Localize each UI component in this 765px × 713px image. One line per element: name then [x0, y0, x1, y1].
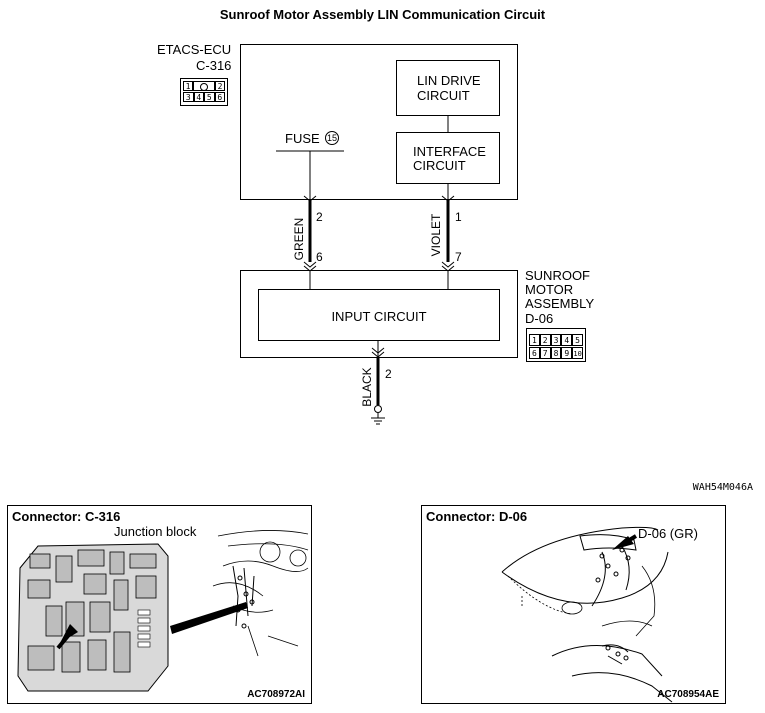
etacs-pin: 1 — [183, 81, 193, 91]
sunroof-motor-box — [240, 270, 518, 358]
sunroof-pin: 5 — [572, 334, 583, 346]
etacs-pin: 5 — [204, 92, 215, 102]
green-wire-label: GREEN — [292, 217, 306, 261]
connector-c316-panel: Connector: C-316 Junction block — [7, 505, 312, 704]
etacs-ecu-label: ETACS-ECU — [157, 42, 232, 57]
connector-d06-panel: Connector: D-06 D-06 (GR) AC708954AE — [421, 505, 726, 704]
sunroof-pin: 8 — [550, 347, 562, 359]
etacs-ecu-box — [240, 44, 518, 200]
sunroof-pin: 2 — [539, 334, 551, 346]
panel-d06-title: Connector: D-06 — [426, 509, 528, 524]
violet-wire-label: VIOLET — [429, 213, 443, 257]
sunroof-pin: 10 — [572, 347, 583, 359]
sunroof-connector-label: D-06 — [525, 311, 554, 326]
d06-caption: D-06 (GR) — [638, 526, 698, 541]
fuse-number-badge: 15 — [325, 131, 339, 145]
diagram-code: WAH54M046A — [692, 482, 753, 493]
etacs-pin: 4 — [193, 92, 204, 102]
panel-d06-code: AC708954AE — [657, 689, 719, 700]
ground-terminal — [374, 405, 382, 413]
sunroof-pin: 9 — [561, 347, 573, 359]
panel-c316-code: AC708972AI — [247, 689, 305, 700]
sunroof-connector-icon: 1 2 3 4 5 6 7 8 9 10 — [526, 328, 586, 362]
etacs-pin: 2 — [215, 81, 225, 91]
etacs-connector-icon: 1 2 3 4 5 6 — [180, 78, 228, 106]
black-wire-label: BLACK — [360, 367, 374, 407]
input-circuit-label: INPUT CIRCUIT — [331, 309, 427, 324]
green-wire-connector-bottom — [303, 261, 317, 272]
sunroof-pin: 3 — [550, 334, 562, 346]
sunroof-pin: 4 — [561, 334, 573, 346]
sunroof-pin: 1 — [529, 334, 540, 346]
black-pin: 2 — [385, 367, 392, 381]
etacs-pin: 3 — [183, 92, 194, 102]
interface-circuit-box: INTERFACE CIRCUIT — [396, 132, 500, 184]
input-circuit-box: INPUT CIRCUIT — [258, 289, 500, 341]
junction-block-caption: Junction block — [114, 524, 197, 539]
fuse-label: FUSE — [285, 131, 320, 146]
motor-label: MOTOR — [525, 282, 574, 297]
roof-illustration — [501, 526, 673, 703]
violet-pin-top: 1 — [455, 210, 462, 224]
green-wire-connector-top — [303, 195, 317, 202]
sunroof-pin: 7 — [539, 347, 551, 359]
lin-drive-circuit-label: LIN DRIVE CIRCUIT — [417, 73, 481, 103]
interface-circuit-label: INTERFACE CIRCUIT — [413, 144, 486, 173]
green-pin-top: 2 — [316, 210, 323, 224]
violet-wire-connector-bottom — [441, 261, 455, 272]
violet-pin-bottom: 7 — [455, 250, 462, 264]
etacs-connector-label: C-316 — [196, 58, 232, 73]
sunroof-label: SUNROOF — [525, 268, 590, 283]
junction-block-illustration — [17, 530, 309, 692]
black-wire-connector — [371, 347, 385, 358]
diagram-title: Sunroof Motor Assembly LIN Communication… — [219, 7, 546, 22]
lin-drive-circuit-box: LIN DRIVE CIRCUIT — [396, 60, 500, 116]
assembly-label: ASSEMBLY — [525, 296, 595, 311]
green-pin-bottom: 6 — [316, 250, 323, 264]
panel-c316-title: Connector: C-316 — [12, 509, 121, 524]
sunroof-pin: 6 — [529, 347, 540, 359]
etacs-pin: 6 — [214, 92, 225, 102]
violet-wire-connector-top — [441, 195, 455, 202]
etacs-key-slot — [193, 81, 215, 91]
